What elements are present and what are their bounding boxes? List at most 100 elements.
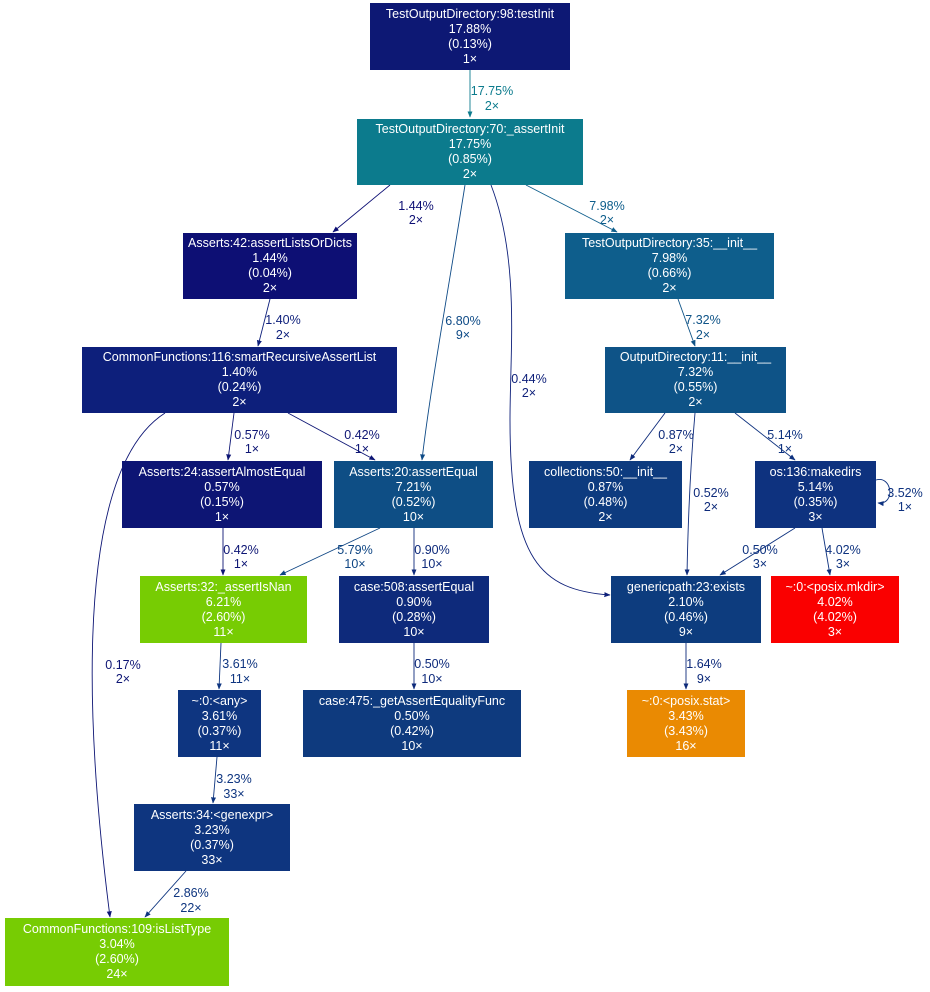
node-call-count: 1× xyxy=(462,51,478,66)
node-total-percent: 2.10% xyxy=(668,594,704,609)
node-total-percent: 7.32% xyxy=(677,365,714,379)
function-node[interactable]: collections:50:__init__0.87%(0.48%)2× xyxy=(529,461,682,528)
edge-calls-label: 2× xyxy=(696,328,710,342)
edge-calls-label: 1× xyxy=(245,442,259,456)
node-self-percent: (0.13%) xyxy=(448,36,492,51)
function-node[interactable]: ~:0:<any>3.61%(0.37%)11× xyxy=(178,690,261,757)
node-call-count: 3× xyxy=(808,509,823,524)
call-edge: 6.80%9× xyxy=(420,184,481,461)
node-total-percent: 7.21% xyxy=(395,479,432,494)
edge-arrow xyxy=(629,412,666,461)
node-function-name: ~:0:<posix.mkdir> xyxy=(785,579,885,594)
edge-arrow xyxy=(287,412,376,461)
edge-calls-label: 10× xyxy=(421,672,442,686)
node-total-percent: 1.40% xyxy=(221,365,258,379)
node-call-count: 9× xyxy=(678,624,694,639)
node-call-count: 10× xyxy=(401,738,423,753)
node-call-count: 11× xyxy=(213,624,234,639)
call-edge: 7.98%2× xyxy=(525,184,625,233)
edge-percent-label: 0.50% xyxy=(742,543,777,557)
node-call-count: 2× xyxy=(462,167,478,181)
node-function-name: CommonFunctions:116:smartRecursiveAssert… xyxy=(102,350,377,364)
edge-calls-label: 2× xyxy=(116,672,130,686)
call-edge: 5.14%1× xyxy=(734,412,803,461)
node-total-percent: 7.98% xyxy=(651,251,688,265)
call-edge: 3.61%11× xyxy=(216,642,258,690)
edge-arrow xyxy=(684,412,696,576)
node-function-name: Asserts:34:<genexpr> xyxy=(150,807,274,822)
function-node[interactable]: ~:0:<posix.mkdir>4.02%(4.02%)3× xyxy=(771,576,899,643)
function-node[interactable]: CommonFunctions:116:smartRecursiveAssert… xyxy=(82,347,397,413)
edge-percent-label: 3.61% xyxy=(222,657,257,671)
call-edge: 7.32%2× xyxy=(677,298,721,347)
node-call-count: 11× xyxy=(209,738,230,753)
node-self-percent: (0.15%) xyxy=(200,494,244,509)
edge-percent-label: 0.52% xyxy=(693,486,728,500)
edge-arrow xyxy=(91,412,166,918)
call-edge: 2.86%22× xyxy=(144,870,209,918)
edge-arrow xyxy=(490,184,611,598)
edge-arrow xyxy=(144,870,187,918)
node-call-count: 2× xyxy=(262,281,278,295)
node-call-count: 10× xyxy=(402,509,425,524)
function-node[interactable]: TestOutputDirectory:35:__init__7.98%(0.6… xyxy=(565,233,774,299)
edge-percent-label: 0.42% xyxy=(344,428,379,442)
edge-calls-label: 9× xyxy=(456,328,470,342)
function-node[interactable]: Asserts:34:<genexpr>3.23%(0.37%)33× xyxy=(134,804,290,871)
edge-percent-label: 17.75% xyxy=(471,84,513,98)
node-function-name: Asserts:20:assertEqual xyxy=(349,464,478,479)
node-self-percent: (0.28%) xyxy=(392,609,436,624)
call-edge: 3.23%33× xyxy=(210,756,252,804)
edge-calls-label: 2× xyxy=(522,386,536,400)
edge-calls-label: 2× xyxy=(276,328,290,342)
call-edge: 0.17%2× xyxy=(91,412,166,918)
call-edge: 0.52%2× xyxy=(684,412,729,576)
node-total-percent: 0.90% xyxy=(396,594,432,609)
node-self-percent: (0.42%) xyxy=(390,723,434,738)
edge-percent-label: 1.44% xyxy=(398,199,433,213)
function-node[interactable]: OutputDirectory:11:__init__7.32%(0.55%)2… xyxy=(605,347,786,413)
edge-calls-label: 9× xyxy=(697,672,711,686)
edge-calls-label: 33× xyxy=(223,787,244,801)
edge-percent-label: 3.52% xyxy=(887,486,922,500)
edge-arrow xyxy=(216,642,222,690)
edge-arrow xyxy=(279,527,381,576)
edge-arrow xyxy=(719,527,796,576)
edge-calls-label: 1× xyxy=(778,442,792,456)
node-function-name: genericpath:23:exists xyxy=(626,579,746,594)
edge-percent-label: 3.23% xyxy=(216,772,251,786)
call-edge: 0.50%10× xyxy=(411,643,450,690)
edge-percent-label: 0.17% xyxy=(105,658,140,672)
node-total-percent: 4.02% xyxy=(817,594,853,609)
node-call-count: 16× xyxy=(675,738,697,753)
node-total-percent: 5.14% xyxy=(797,479,834,494)
node-function-name: collections:50:__init__ xyxy=(544,464,667,479)
edge-calls-label: 2× xyxy=(704,500,718,514)
edge-arrow xyxy=(875,479,891,507)
node-self-percent: (2.60%) xyxy=(95,952,139,966)
function-node[interactable]: ~:0:<posix.stat>3.43%(3.43%)16× xyxy=(627,690,745,757)
edge-calls-label: 3× xyxy=(753,557,767,571)
call-edge: 1.44%2× xyxy=(332,184,434,233)
edge-percent-label: 1.40% xyxy=(265,313,300,327)
node-self-percent: (0.48%) xyxy=(583,494,628,509)
call-edge: 17.75%2× xyxy=(467,70,513,118)
node-function-name: TestOutputDirectory:98:testInit xyxy=(385,6,555,21)
edge-percent-label: 7.32% xyxy=(685,313,720,327)
edge-percent-label: 7.98% xyxy=(589,199,624,213)
node-call-count: 2× xyxy=(662,281,677,295)
edge-percent-label: 5.14% xyxy=(767,428,802,442)
node-call-count: 2× xyxy=(688,395,703,409)
